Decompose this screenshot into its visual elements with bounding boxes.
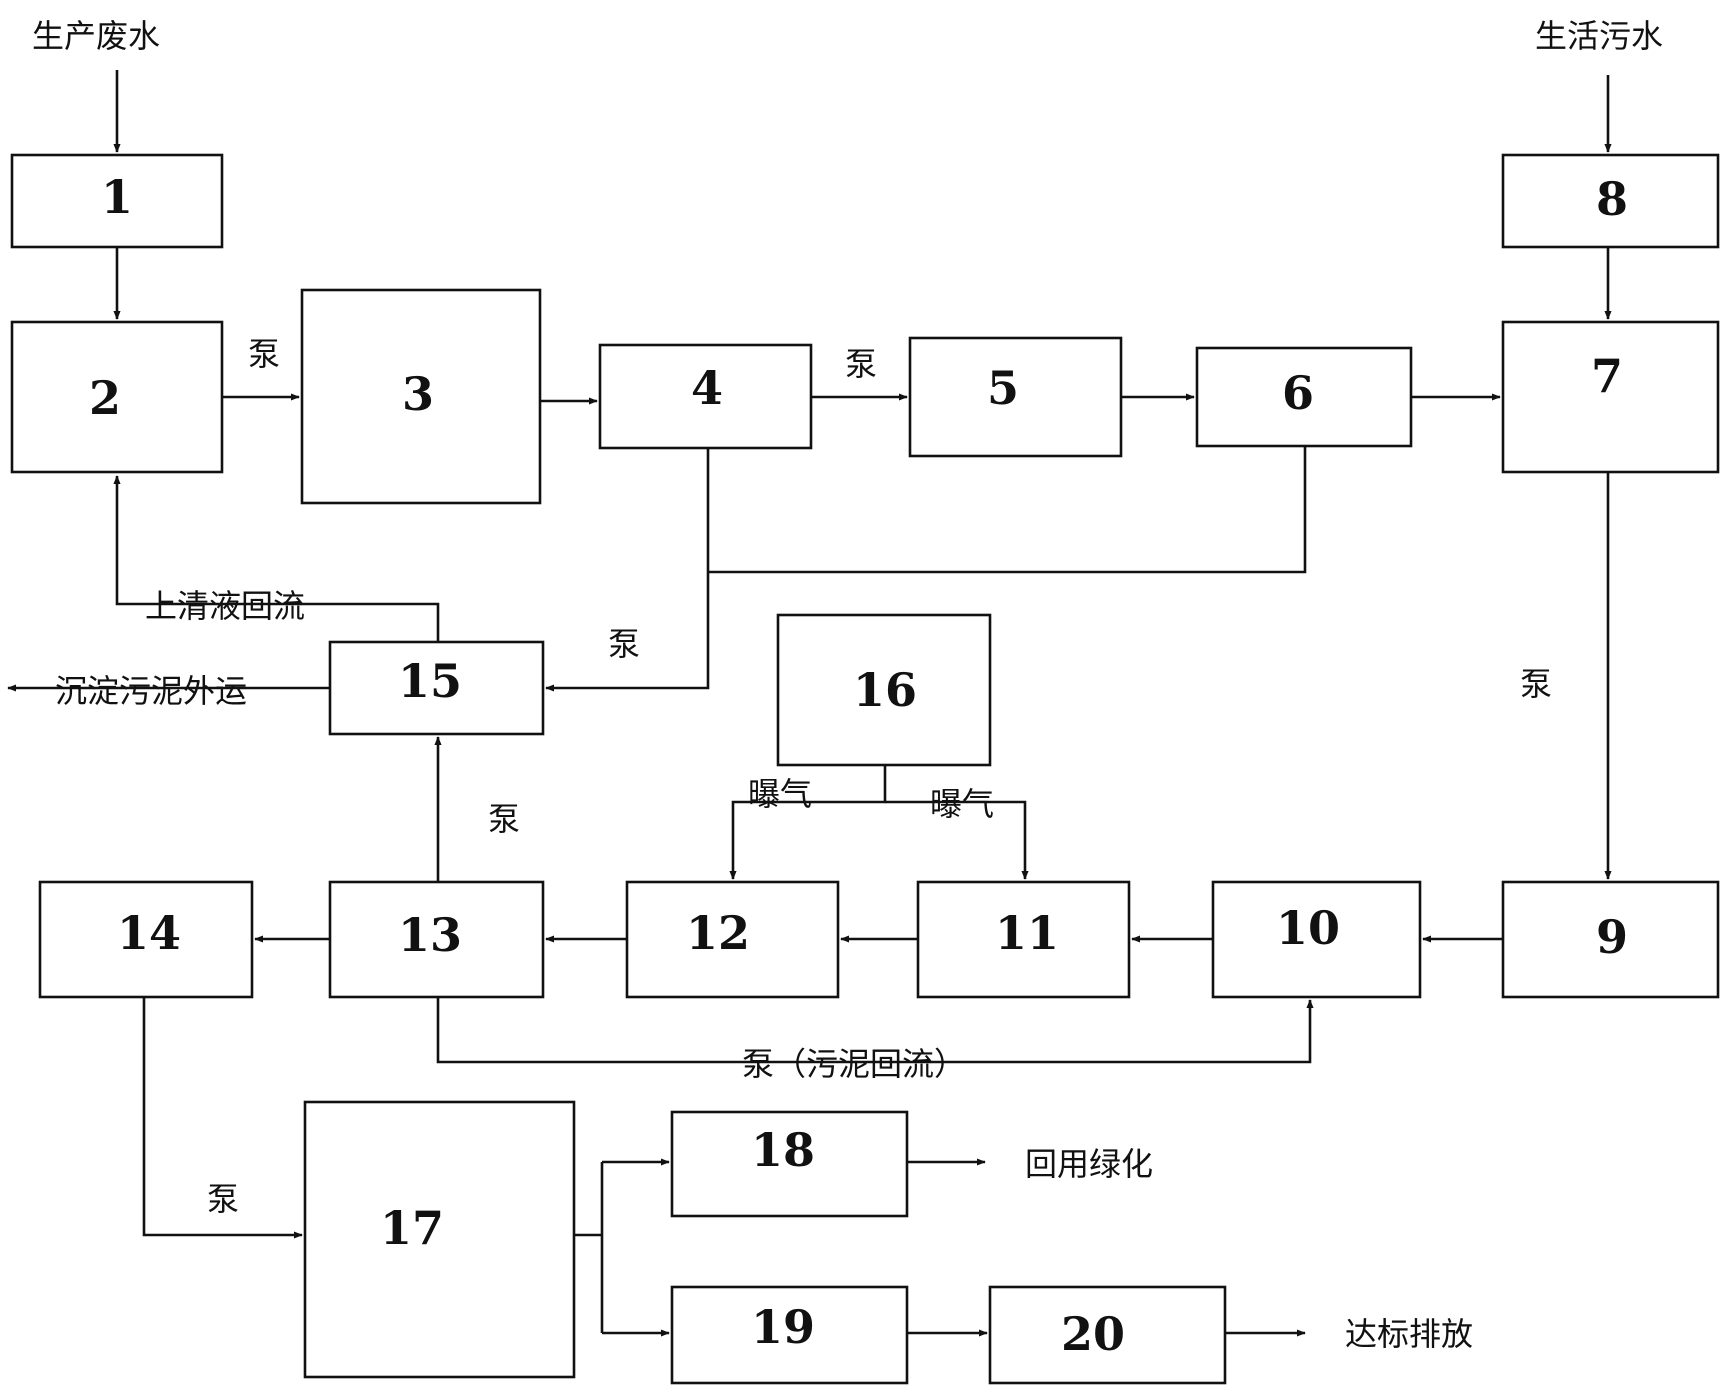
box-17: 17 <box>303 1100 576 1379</box>
box-5: 5 <box>908 336 1123 458</box>
box-3-label: 3 <box>402 367 434 421</box>
box-6: 6 <box>1195 346 1413 448</box>
label-supernatant-return: 上清液回流 <box>145 587 305 625</box>
box-4: 4 <box>598 343 813 450</box>
box-20-label: 20 <box>1061 1307 1125 1361</box>
label-aeration-11: 曝气 <box>930 785 994 823</box>
box-17-label: 17 <box>380 1201 444 1255</box>
label-pump-13-15: 泵 <box>488 800 520 838</box>
label-pump-4-5: 泵 <box>845 345 877 383</box>
box-16-label: 16 <box>853 663 917 717</box>
box-12: 12 <box>625 880 840 999</box>
label-pump-to-15: 泵 <box>608 625 640 663</box>
box-11-label: 11 <box>995 906 1059 960</box>
box-19-label: 19 <box>751 1300 815 1354</box>
box-14: 14 <box>38 880 254 999</box>
label-production-wastewater: 生产废水 <box>32 17 160 55</box>
box-16: 16 <box>776 613 992 767</box>
label-aeration-12: 曝气 <box>748 775 812 813</box>
label-pump-sludge-return: 泵（污泥回流） <box>742 1045 966 1083</box>
box-6-label: 6 <box>1282 366 1314 420</box>
label-pump-14-17: 泵 <box>207 1180 239 1218</box>
box-18: 18 <box>670 1110 909 1218</box>
box-19: 19 <box>670 1285 909 1385</box>
box-1-label: 1 <box>101 170 133 224</box>
box-7-label: 7 <box>1591 349 1623 403</box>
box-5-label: 5 <box>987 361 1019 415</box>
label-domestic-sewage: 生活污水 <box>1535 17 1663 55</box>
connectors <box>7 70 1612 1337</box>
label-sludge-export: 沉淀污泥外运 <box>55 672 247 710</box>
label-pump-7-9: 泵 <box>1520 665 1552 703</box>
box-14-label: 14 <box>117 906 181 960</box>
box-11: 11 <box>916 880 1131 999</box>
box-8-label: 8 <box>1596 172 1628 226</box>
box-3: 3 <box>300 288 542 505</box>
box-10: 10 <box>1211 880 1422 999</box>
box-9: 9 <box>1501 880 1720 999</box>
box-4-label: 4 <box>691 361 723 415</box>
box-10-label: 10 <box>1276 901 1340 955</box>
box-13: 13 <box>328 880 545 999</box>
box-12-label: 12 <box>686 906 750 960</box>
box-2: 2 <box>10 320 224 474</box>
box-15: 15 <box>328 640 545 736</box>
box-2-label: 2 <box>89 371 121 425</box>
box-8: 8 <box>1501 153 1720 249</box>
box-15-label: 15 <box>398 654 462 708</box>
label-pump-2-3: 泵 <box>248 335 280 373</box>
box-1: 1 <box>10 153 224 249</box>
box-20: 20 <box>988 1285 1227 1385</box>
box-18-label: 18 <box>751 1123 815 1177</box>
label-reuse-greening: 回用绿化 <box>1025 1145 1153 1183</box>
label-discharge-standard: 达标排放 <box>1345 1315 1473 1353</box>
box-9-label: 9 <box>1596 910 1628 964</box>
box-13-label: 13 <box>398 908 462 962</box>
box-7: 7 <box>1501 320 1720 474</box>
